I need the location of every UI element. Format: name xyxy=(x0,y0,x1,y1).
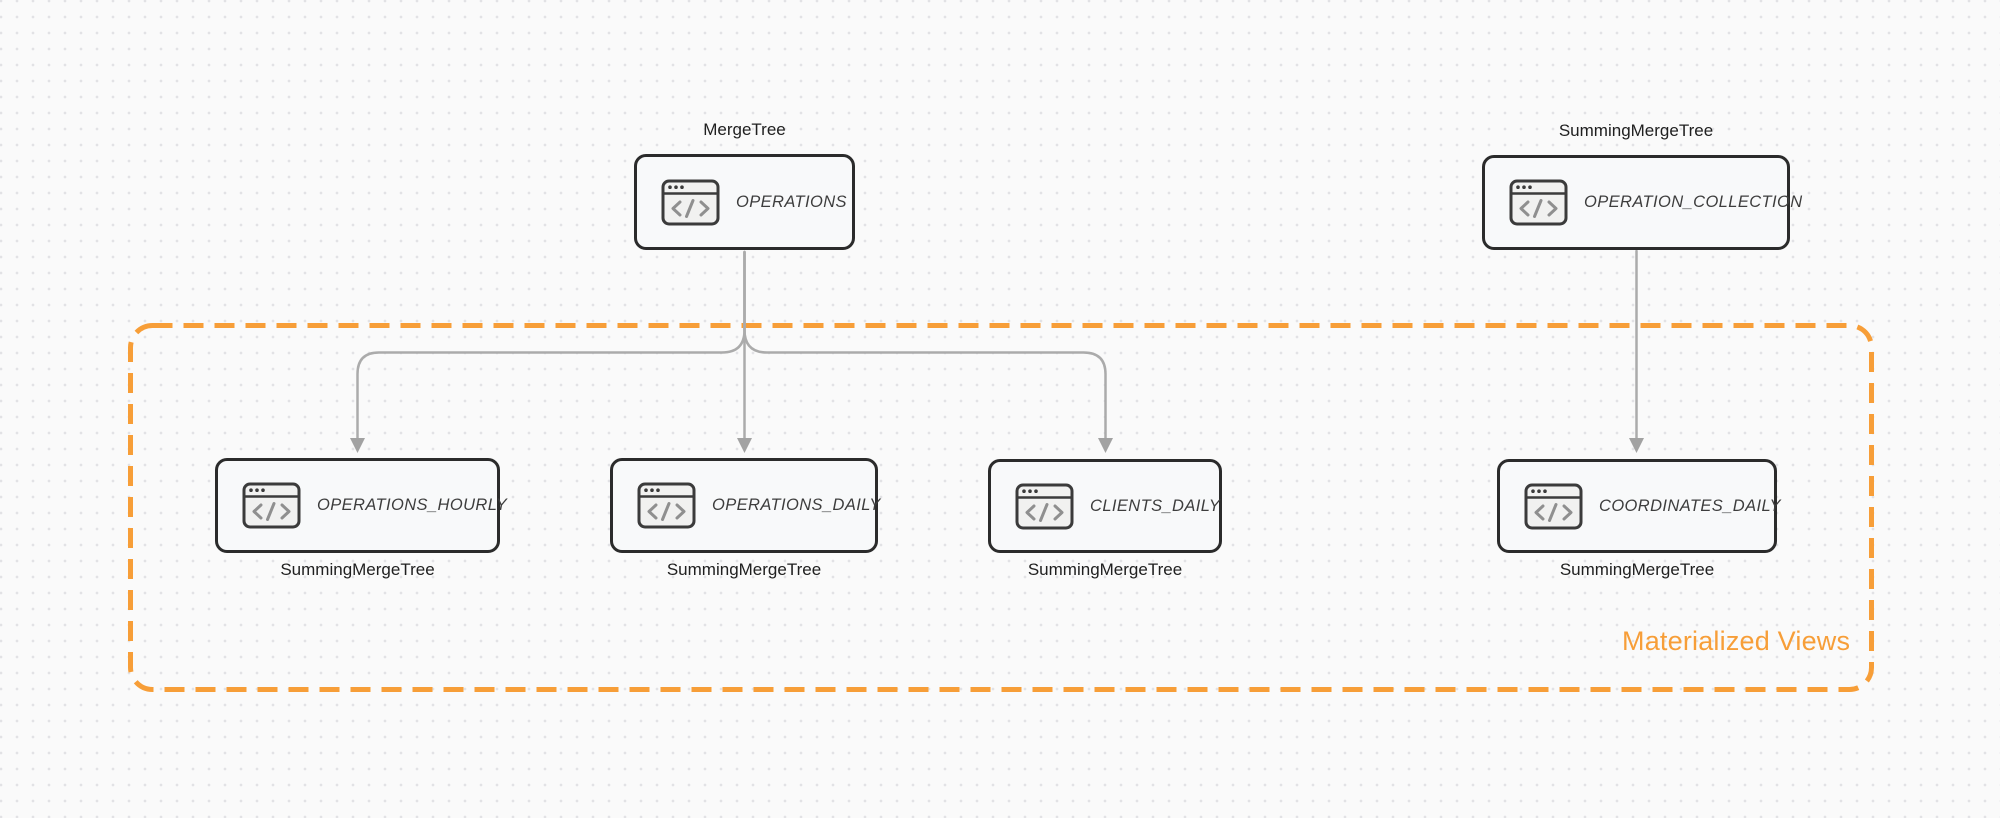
edge-operations-to-clients-daily[interactable] xyxy=(743,250,1107,442)
arrowhead-icon xyxy=(1098,438,1113,453)
node-coordinates-daily[interactable]: COORDINATES_DAILY xyxy=(1497,459,1781,553)
materialized-views-group-label[interactable]: Materialized Views xyxy=(1622,626,1851,656)
code-window-icon xyxy=(1524,483,1583,529)
node-title: COORDINATES_DAILY xyxy=(1599,496,1781,515)
code-window-icon xyxy=(242,482,301,529)
node-operations-hourly[interactable]: OPERATIONS_HOURLY xyxy=(215,458,507,553)
node-title: OPERATIONS_DAILY xyxy=(712,496,881,514)
node-title: OPERATION_COLLECTION xyxy=(1584,193,1803,211)
arrowhead-icon xyxy=(350,438,365,453)
node-title: OPERATIONS xyxy=(736,192,847,211)
engine-label-operations-hourly: SummingMergeTree xyxy=(280,560,435,579)
code-window-icon xyxy=(637,482,696,529)
arrowhead-icon xyxy=(737,438,752,453)
code-window-icon xyxy=(661,179,720,225)
node-title: OPERATIONS_HOURLY xyxy=(317,496,508,514)
engine-label-coordinates-daily: SummingMergeTree xyxy=(1559,560,1715,579)
node-title: CLIENTS_DAILY xyxy=(1090,496,1221,515)
code-window-icon xyxy=(1015,483,1074,529)
arrowhead-icon xyxy=(1629,438,1644,453)
code-window-icon xyxy=(1509,179,1568,226)
node-operations-daily[interactable]: OPERATIONS_DAILY xyxy=(610,458,881,553)
node-clients-daily[interactable]: CLIENTS_DAILY xyxy=(988,459,1222,553)
engine-label-operations: MergeTree xyxy=(703,120,786,139)
node-operations[interactable]: OPERATIONS xyxy=(634,154,855,250)
engine-label-operations-daily: SummingMergeTree xyxy=(666,560,822,579)
materialized-views-group-border[interactable] xyxy=(128,323,1874,692)
engine-label-operation-collection: SummingMergeTree xyxy=(1558,121,1714,140)
engine-label-clients-daily: SummingMergeTree xyxy=(1027,560,1183,579)
edge-operations-to-operations-hourly[interactable] xyxy=(356,250,746,442)
node-operation-collection[interactable]: OPERATION_COLLECTION xyxy=(1482,155,1802,250)
